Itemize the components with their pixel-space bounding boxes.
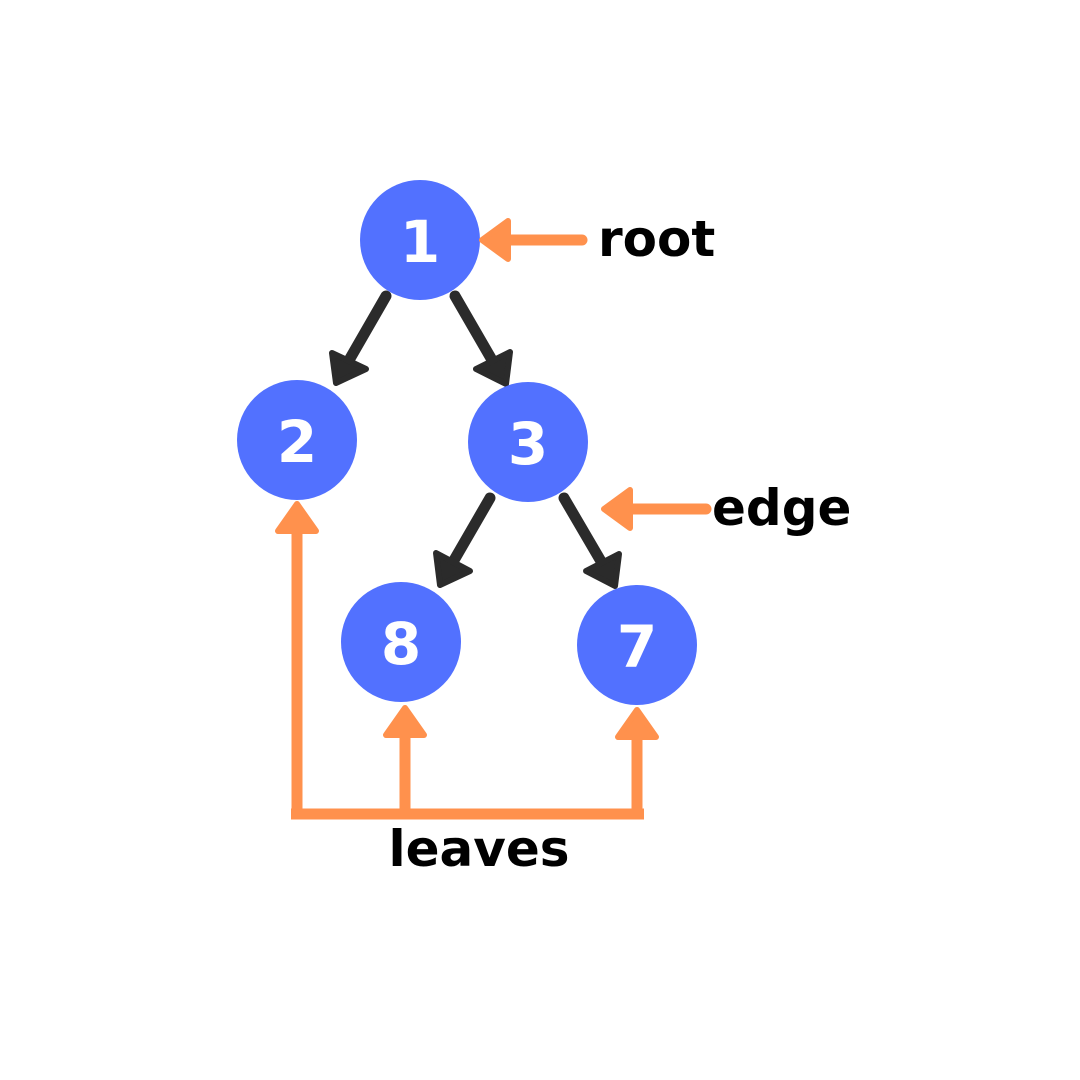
root-label: root [598,210,715,268]
node-label-1: 1 [400,208,440,276]
node-label-8: 8 [381,610,421,678]
edge-arrow-3-to-8 [433,492,496,588]
leaf-pointer-to-7 [615,707,659,819]
tree-node-2: 2 [237,380,357,500]
edge-arrow-3-to-7 [558,492,622,589]
edge-arrow-1-to-3 [449,290,513,387]
leaves-annotation: leaves [275,501,659,878]
node-label-7: 7 [617,613,657,681]
leaves-label: leaves [388,820,569,878]
leaf-pointer-to-8 [383,705,427,819]
root-pointer-arrowhead [479,218,511,262]
tree-node-1: 1 [360,180,480,300]
edge-label: edge [712,479,851,537]
tree-node-3: 3 [468,382,588,502]
node-label-2: 2 [277,408,317,476]
node-label-3: 3 [508,410,548,478]
edge-arrows [329,290,622,589]
edge-arrow-1-to-2 [329,290,392,386]
edge-annotation: edge [601,479,851,537]
root-annotation: root [479,210,715,268]
tree-node-8: 8 [341,582,461,702]
leaf-pointer-to-2 [275,501,319,819]
tree-node-7: 7 [577,585,697,705]
tree-nodes: 1 2 3 8 7 [237,180,697,705]
edge-pointer-arrowhead [601,487,633,531]
